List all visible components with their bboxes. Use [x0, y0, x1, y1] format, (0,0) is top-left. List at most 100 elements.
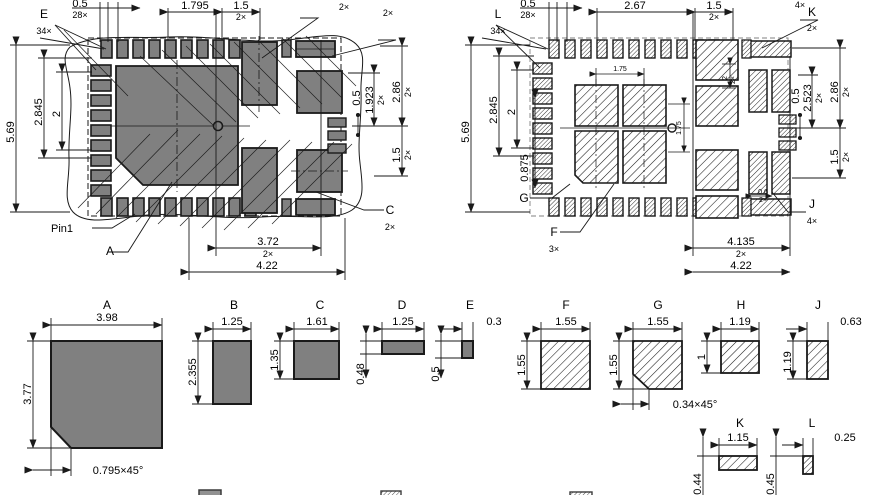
- callout-g-letter: G: [519, 191, 528, 205]
- dim-top-0p5: 0.5: [72, 0, 87, 10]
- detail-k-width: 1.15: [727, 432, 748, 444]
- dim-left-5p69: 5.69: [5, 121, 17, 142]
- detail-c-letter: C: [316, 298, 325, 312]
- right-pad-block-4: [695, 195, 739, 219]
- dim-r-0p875: 0.875: [519, 154, 531, 182]
- dim-small-2-qty: 2×: [730, 76, 737, 84]
- small-pad-bottom-mid: [281, 198, 292, 217]
- diagonal-leaders-left: [63, 29, 357, 231]
- detail-h-width: 1.19: [729, 316, 750, 328]
- dimensions-left-side: [10, 36, 92, 213]
- callout-a-letter: A: [106, 244, 114, 258]
- pad-row-bottom-right: [548, 197, 720, 217]
- dim-top-1p5-qty: 2×: [236, 12, 246, 22]
- dimensions-bottom-right-view: [684, 12, 791, 276]
- right-pad-block-3: [695, 149, 739, 191]
- detail-g: G 1.55 1.55 0.34×45°: [608, 298, 717, 411]
- detail-e-shape: [461, 340, 474, 359]
- dimensions-top-left-view: [72, 2, 261, 42]
- dim-r-right-0p5: 0.5: [790, 88, 802, 103]
- dim-top-1p795: 1.795: [181, 0, 209, 12]
- center-pad-group: [560, 79, 690, 190]
- callout-j-letter: J: [809, 197, 815, 211]
- detail-l: L 0.25 0.45: [765, 416, 856, 495]
- detail-d: D 1.25 0.48: [355, 298, 425, 385]
- dim-right-2p86: 2.86: [391, 81, 403, 102]
- detail-k: K 1.15 0.44: [692, 416, 758, 495]
- detail-a-width: 3.98: [96, 312, 117, 324]
- detail-shapes-row-1: A 3.98 3.77 0.795×45° B: [22, 298, 862, 477]
- detail-l-shape: [802, 455, 814, 475]
- small-pad-right-3: [778, 140, 797, 151]
- leader-lines-right: [481, 19, 819, 233]
- dim-r-top-0p5-qty: 28×: [520, 10, 535, 20]
- center-pad-br: [622, 130, 667, 184]
- detail-g-letter: G: [653, 298, 662, 312]
- dim-r-right-2p523: 2.523: [802, 84, 814, 112]
- callout-l-qty: 34×: [490, 26, 505, 36]
- callout-c-letter: C: [386, 203, 395, 217]
- small-pad-r1: [327, 117, 347, 128]
- detail-f-height: 1.55: [516, 354, 528, 375]
- component-a-body: [115, 65, 239, 186]
- dim-top-0p5-qty: 28×: [72, 10, 87, 20]
- callout-e-qty: 34×: [36, 26, 51, 36]
- detail-g-height: 1.55: [608, 354, 620, 375]
- detail-j-shape: [806, 340, 829, 380]
- detail-c: C 1.61 1.35: [269, 298, 340, 380]
- center-pad-tl: [574, 84, 619, 127]
- dimensions-right-left-view: [348, 37, 408, 177]
- detail-k-height: 0.44: [692, 473, 704, 494]
- detail-g-width: 1.55: [647, 316, 668, 328]
- small-pad-right-2: [778, 127, 797, 138]
- detail-j-letter: J: [815, 298, 821, 312]
- pad-j-lower-right: [771, 151, 791, 195]
- detail-e-letter: E: [466, 298, 474, 312]
- dim-right-1p5: 1.5: [391, 147, 403, 162]
- detail-h-shape: [720, 340, 760, 374]
- dim-r-bottom-4p22: 4.22: [730, 260, 751, 272]
- callout-f-letter: F: [550, 225, 557, 239]
- detail-f-width: 1.55: [555, 316, 576, 328]
- detail-c-shape: [293, 340, 340, 380]
- dim-r-right-2p523-qty: 2×: [814, 93, 824, 103]
- dim-left-2: 2: [51, 111, 63, 117]
- detail-b-letter: B: [230, 298, 238, 312]
- detail-a-height: 3.77: [22, 383, 34, 404]
- right-pad-block-2: [695, 85, 739, 127]
- dim-right-1p923-qty: 2×: [376, 95, 386, 105]
- pad-row-top-left: [100, 39, 241, 59]
- dim-r-right-2p86-qty: 2×: [841, 87, 851, 97]
- dim-r-top-2p67: 2.67: [624, 0, 645, 12]
- dim-bottom-3p72: 3.72: [257, 236, 278, 248]
- detail-h: H 1.19 1: [696, 298, 760, 374]
- dimensions-right-right-view: [792, 39, 846, 179]
- dim-center-1p75-h: 1.75: [613, 66, 627, 73]
- detail-f-shape: [540, 340, 591, 390]
- detail-f-letter: F: [562, 298, 569, 312]
- detail-j-height: 1.19: [782, 351, 794, 372]
- callout-l-letter: L: [495, 7, 502, 21]
- detail-g-shape: [632, 340, 683, 390]
- center-pad-bl-chamfered: [574, 130, 619, 184]
- center-origin-marker: [667, 123, 677, 133]
- dimensions-top-right-view: [520, 2, 734, 42]
- center-pad-tr: [622, 84, 667, 127]
- detail-a-shape: [50, 340, 163, 449]
- detail-k-letter: K: [736, 416, 744, 430]
- pad-j-lower-left: [748, 151, 768, 195]
- detail-b: B 1.25 2.355: [187, 298, 252, 405]
- center-dim-lines: [589, 68, 690, 153]
- pad-col-left-right: [532, 62, 553, 195]
- dim-small-2: 2: [722, 76, 729, 80]
- component-c-bottom: [295, 198, 336, 216]
- detail-a-chamfer: 0.795×45°: [93, 465, 144, 477]
- detail-f: F 1.55 1.55: [516, 298, 591, 390]
- detail-e: E 0.3 0.5: [430, 298, 502, 382]
- callout-f-qty: 3×: [549, 244, 559, 254]
- dimensions-bottom-left-view: [180, 12, 346, 280]
- detail-c-height: 1.35: [269, 349, 281, 370]
- detail-b-shape: [212, 340, 252, 405]
